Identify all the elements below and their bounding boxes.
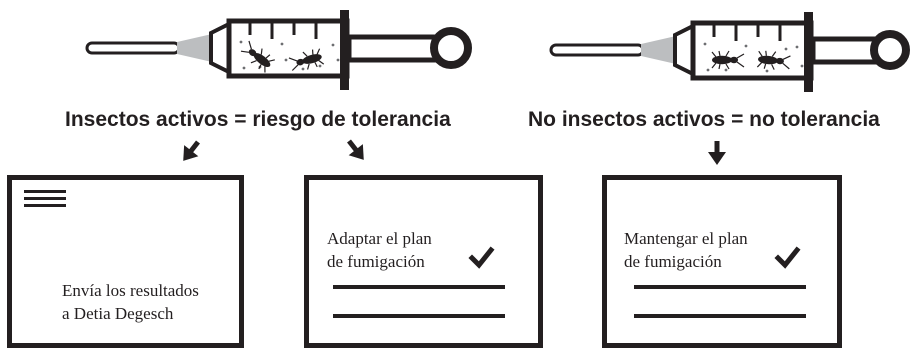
arrow-icon-to-maintain — [708, 141, 726, 165]
maintain-plan-line-1: Mantengar el plan — [624, 229, 748, 248]
divider-line — [333, 314, 505, 318]
send-results-line-1: Envía los resultados — [62, 281, 199, 300]
syringe-icon-right — [549, 12, 910, 92]
hamburger-menu-icon — [24, 190, 66, 207]
adapt-plan-line-1: Adaptar el plan — [327, 229, 432, 248]
send-results-line-2: a Detia Degesch — [62, 304, 174, 323]
syringe-icon-left — [85, 10, 472, 90]
arrow-icon-to-adapt — [342, 135, 371, 165]
adapt-plan-text: Adaptar el plan de fumigación — [327, 227, 432, 273]
heading-no-active-insects: No insectos activos = no tolerancia — [528, 108, 880, 131]
divider-line — [333, 285, 505, 289]
maintain-plan-line-2: de fumigación — [624, 252, 722, 271]
arrow-icon-to-send — [176, 136, 205, 166]
send-results-text: Envía los resultados a Detia Degesch — [62, 279, 199, 325]
divider-line — [634, 285, 806, 289]
heading-active-insects: Insectos activos = riesgo de tolerancia — [65, 108, 451, 131]
adapt-plan-line-2: de fumigación — [327, 252, 425, 271]
maintain-plan-text: Mantengar el plan de fumigación — [624, 227, 748, 273]
divider-line — [634, 314, 806, 318]
